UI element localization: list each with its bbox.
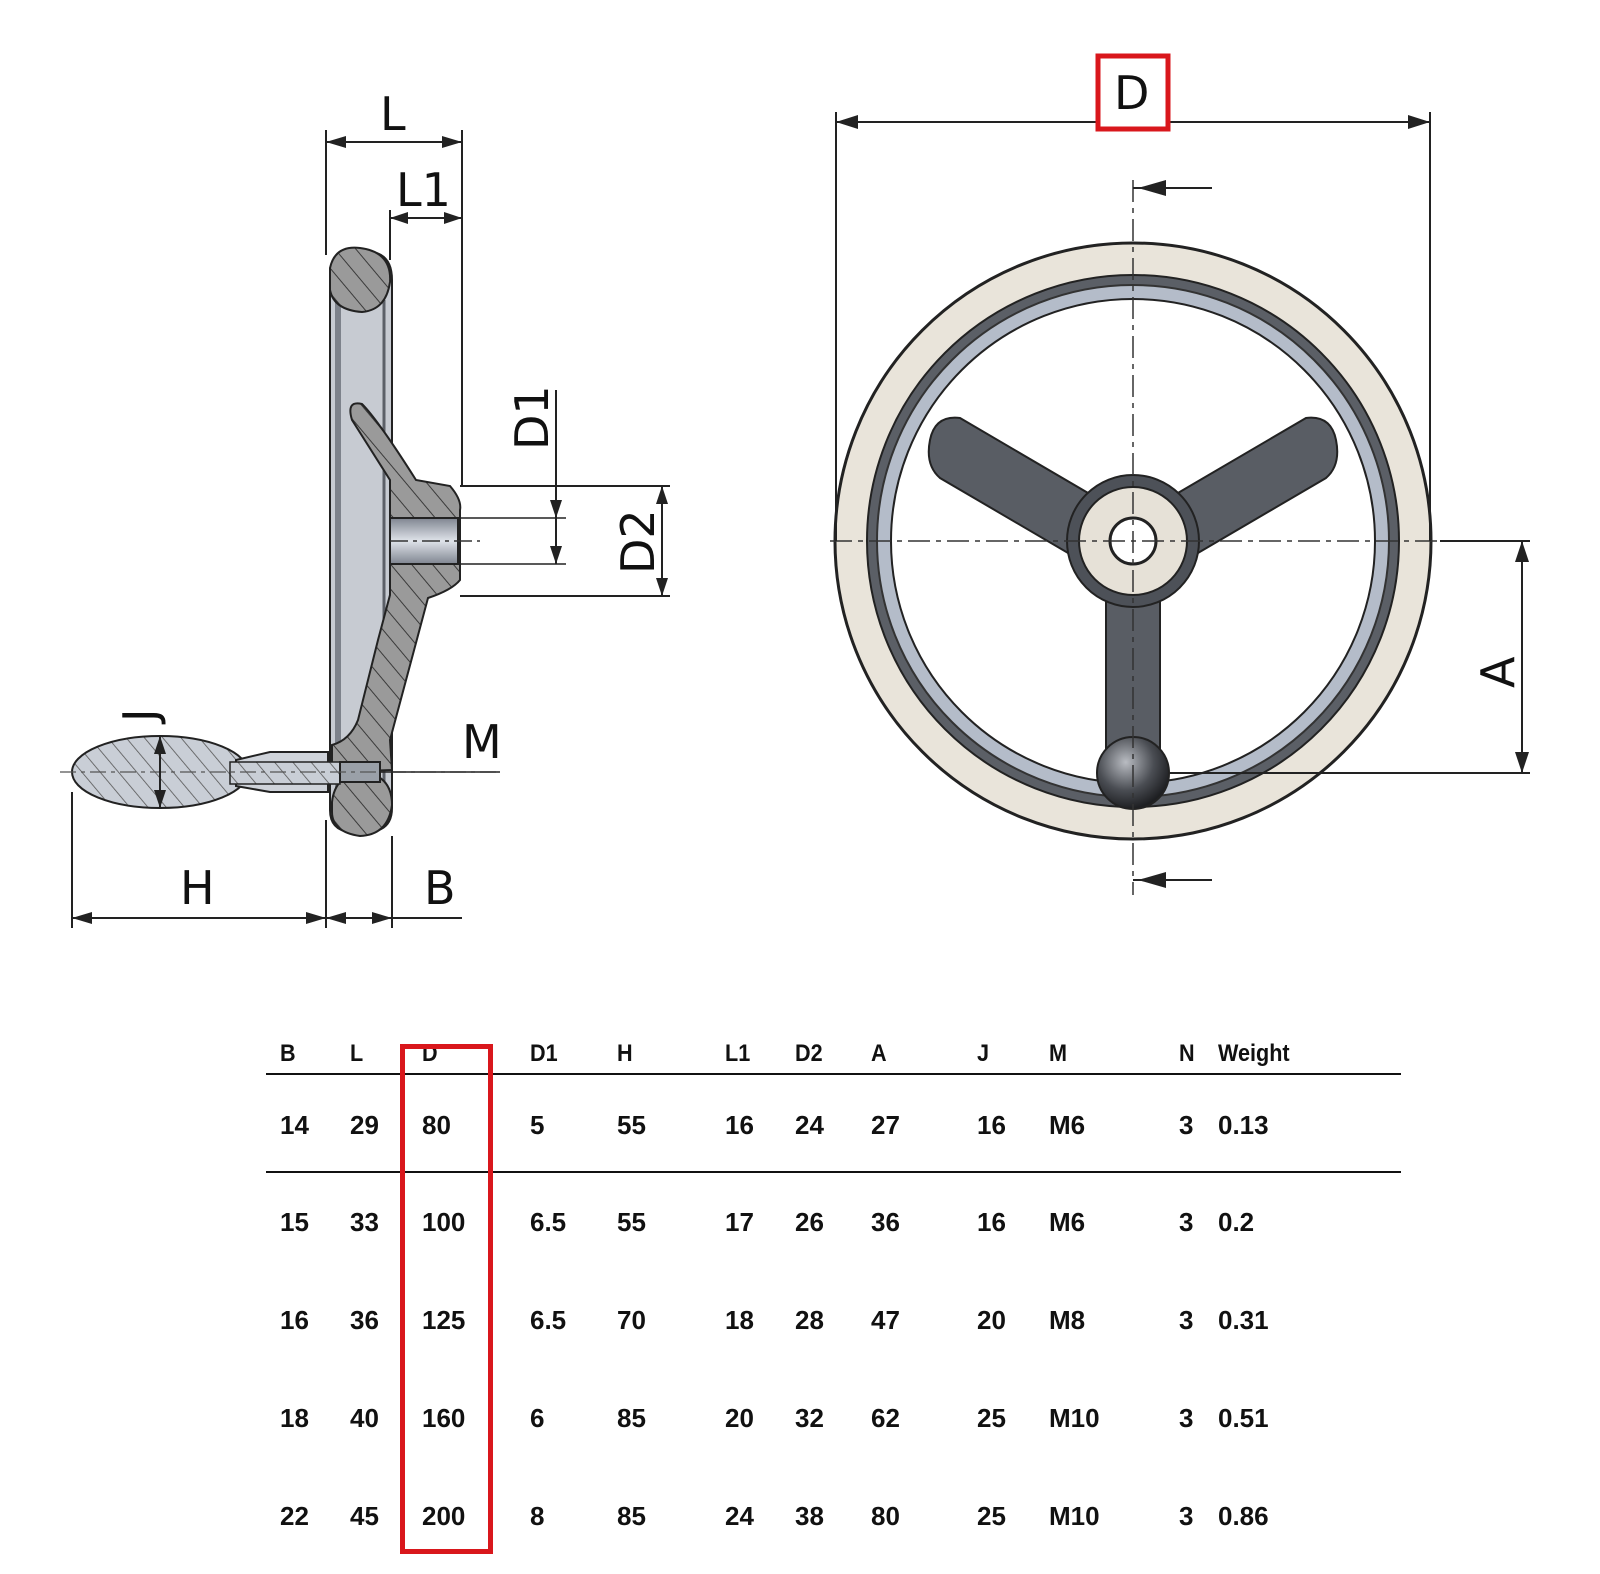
table-cell: 24 xyxy=(795,1110,824,1140)
table-cell: 32 xyxy=(795,1403,824,1433)
table-cell: 0.31 xyxy=(1218,1305,1269,1335)
table-cell: 16 xyxy=(280,1305,309,1335)
table-cell: 38 xyxy=(795,1501,824,1531)
column-header-D2: D2 xyxy=(795,1040,823,1067)
table-cell: 20 xyxy=(725,1403,754,1433)
table-cell: M10 xyxy=(1049,1403,1100,1433)
table-cell: 40 xyxy=(350,1403,379,1433)
table-cell: M8 xyxy=(1049,1305,1086,1335)
table-cell: M10 xyxy=(1049,1501,1100,1531)
table-cell: 20 xyxy=(977,1305,1006,1335)
table-cell: 29 xyxy=(350,1110,379,1140)
table-cell: M6 xyxy=(1049,1110,1086,1140)
table-cell: 0.51 xyxy=(1218,1403,1269,1433)
table-cell: 3 xyxy=(1179,1110,1194,1140)
table-cell: 33 xyxy=(350,1207,379,1237)
table-cell: 26 xyxy=(795,1207,824,1237)
dim-label-H: H xyxy=(180,861,215,915)
table-cell: 80 xyxy=(422,1110,451,1140)
table-cell: 14 xyxy=(280,1110,309,1140)
header-rule xyxy=(266,1073,1401,1075)
table-cell: 18 xyxy=(725,1305,754,1335)
table-cell: 25 xyxy=(977,1403,1006,1433)
side-view: L L1 D1 D2 J M xyxy=(60,87,670,928)
table-cell: 16 xyxy=(977,1207,1006,1237)
column-header-A: A xyxy=(871,1040,887,1067)
table-cell: 36 xyxy=(350,1305,379,1335)
table-cell: 18 xyxy=(280,1403,309,1433)
dim-label-D2: D2 xyxy=(611,509,665,574)
table-cell: 17 xyxy=(725,1207,754,1237)
column-header-H: H xyxy=(617,1040,633,1067)
front-view: D A xyxy=(830,53,1530,895)
table-cell: 3 xyxy=(1179,1207,1194,1237)
spoke-hub-section xyxy=(331,402,462,774)
table-cell: 85 xyxy=(617,1501,646,1531)
table-cell: 6.5 xyxy=(530,1305,567,1335)
table-cell: 5 xyxy=(530,1110,545,1140)
table-cell: 3 xyxy=(1179,1403,1194,1433)
table-cell: 36 xyxy=(871,1207,900,1237)
rim-section-top xyxy=(329,246,392,314)
table-cell: 62 xyxy=(871,1403,900,1433)
column-header-M: M xyxy=(1049,1040,1067,1067)
column-header-J: J xyxy=(977,1040,990,1067)
column-header-L: L xyxy=(350,1040,364,1067)
dim-label-B: B xyxy=(424,861,456,915)
column-header-L1: L1 xyxy=(725,1040,751,1067)
table-cell: 100 xyxy=(422,1207,466,1237)
table-cell: 0.86 xyxy=(1218,1501,1269,1531)
dim-D-highlight xyxy=(1095,53,1171,132)
table-cell: 15 xyxy=(280,1207,309,1237)
technical-drawing: L L1 D1 D2 J M xyxy=(60,53,1530,928)
column-header-D: D xyxy=(422,1040,438,1067)
table-cell: 28 xyxy=(795,1305,824,1335)
column-header-N: N xyxy=(1179,1040,1195,1067)
table-cell: 80 xyxy=(871,1501,900,1531)
table-cell: 16 xyxy=(725,1110,754,1140)
table-cell: 45 xyxy=(350,1501,379,1531)
dim-label-L1: L1 xyxy=(396,163,451,217)
table-cell: 27 xyxy=(871,1110,900,1140)
table-cell: 8 xyxy=(530,1501,545,1531)
table-cell: 6 xyxy=(530,1403,545,1433)
table-cell: 55 xyxy=(617,1207,646,1237)
table-cell: 0.2 xyxy=(1218,1207,1255,1237)
column-header-D1: D1 xyxy=(530,1040,558,1067)
table-cell: 47 xyxy=(871,1305,900,1335)
dim-label-D: D xyxy=(1114,66,1149,120)
dim-label-A: A xyxy=(1471,656,1525,688)
dim-label-L: L xyxy=(380,87,406,141)
table-cell: 16 xyxy=(977,1110,1006,1140)
dim-label-D1: D1 xyxy=(505,385,559,450)
table-cell: 160 xyxy=(422,1403,466,1433)
table-cell: 24 xyxy=(725,1501,754,1531)
table-cell: 22 xyxy=(280,1501,309,1531)
table-cell: M6 xyxy=(1049,1207,1086,1237)
table-cell: 125 xyxy=(422,1305,466,1335)
table-cell: 3 xyxy=(1179,1501,1194,1531)
dim-label-M: M xyxy=(462,715,502,769)
table-cell: 70 xyxy=(617,1305,646,1335)
table-cell: 25 xyxy=(977,1501,1006,1531)
row-rule xyxy=(266,1171,1401,1173)
table-cell: 3 xyxy=(1179,1305,1194,1335)
table-cell: 200 xyxy=(422,1501,466,1531)
column-header-weight: Weight xyxy=(1218,1040,1290,1067)
dim-label-J: J xyxy=(113,708,167,725)
table-cell: 6.5 xyxy=(530,1207,567,1237)
table-cell: 85 xyxy=(617,1403,646,1433)
table-cell: 0.13 xyxy=(1218,1110,1269,1140)
table-cell: 55 xyxy=(617,1110,646,1140)
column-header-B: B xyxy=(280,1040,296,1067)
column-D-highlight xyxy=(400,1044,493,1554)
